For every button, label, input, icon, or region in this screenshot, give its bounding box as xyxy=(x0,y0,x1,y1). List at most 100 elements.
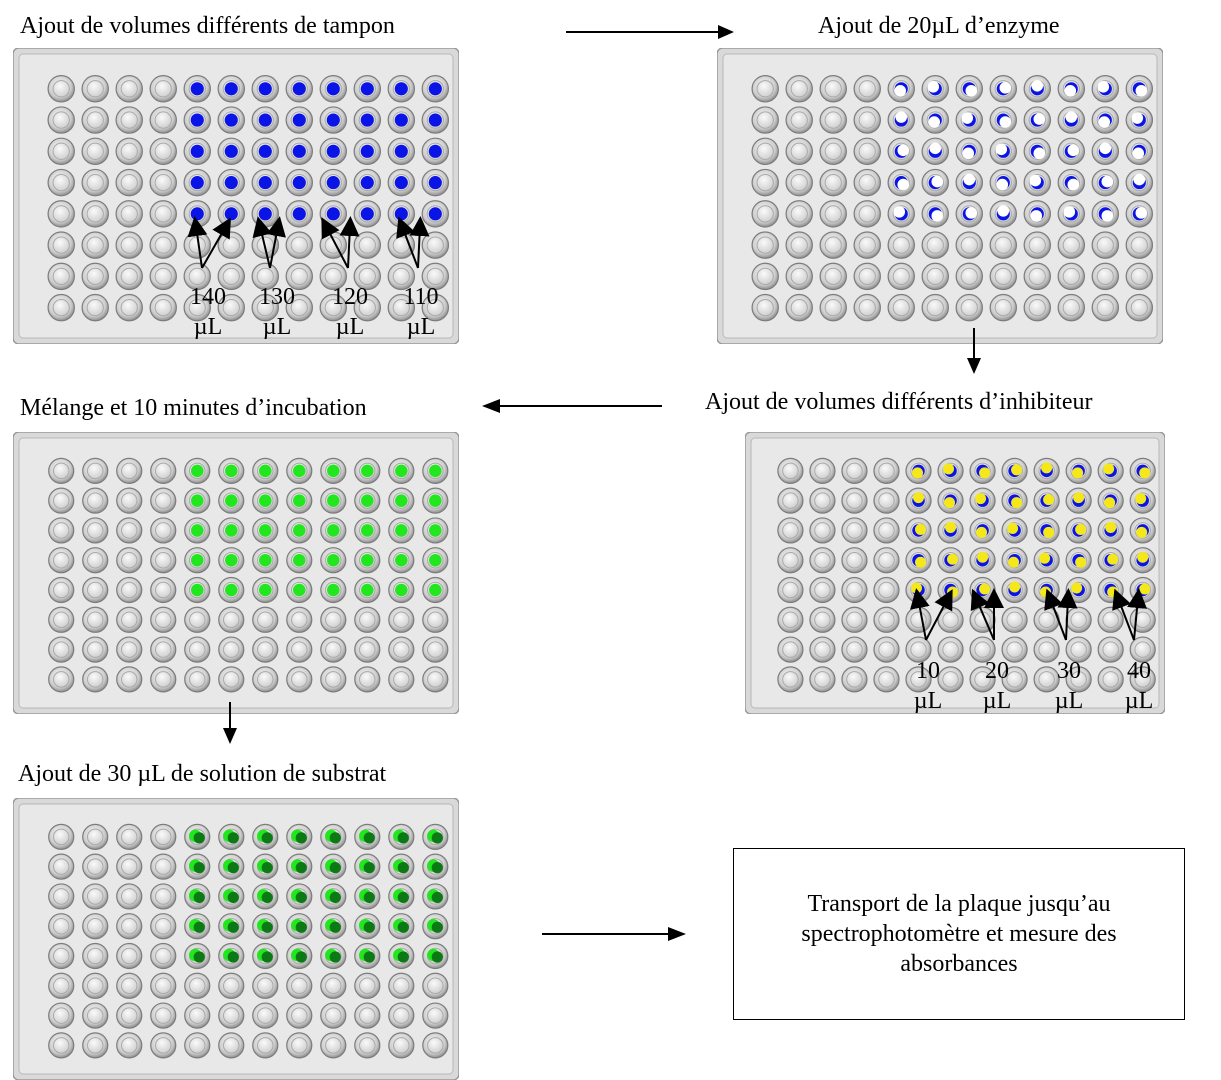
plate-well xyxy=(82,853,109,880)
buffer-drop xyxy=(360,82,374,96)
substrate-drop xyxy=(329,832,341,844)
mixed-drop xyxy=(259,553,272,567)
inhibitor-drop xyxy=(979,467,991,479)
plate-well xyxy=(184,606,211,633)
plate-well xyxy=(819,293,847,322)
plate-well xyxy=(82,517,109,544)
substrate-drop xyxy=(227,921,239,933)
buffer-drop xyxy=(326,207,340,221)
inhibitor-drop xyxy=(913,492,925,504)
substrate-drop xyxy=(363,891,375,904)
plate-well xyxy=(353,262,382,291)
mixed-drop xyxy=(395,464,408,478)
substrate-drop xyxy=(363,862,375,874)
plate-well xyxy=(955,293,984,322)
plate-well xyxy=(149,137,177,166)
buffer-drop xyxy=(360,176,374,190)
plate-well xyxy=(777,487,804,514)
inhibitor-drop xyxy=(915,523,927,535)
mixed-drop xyxy=(293,524,306,537)
enzyme-drop xyxy=(1031,80,1044,92)
plate-well xyxy=(149,293,177,322)
buffer-drop xyxy=(190,82,204,96)
plate-well xyxy=(82,942,109,970)
plate-well xyxy=(116,972,143,999)
substrate-drop xyxy=(261,832,273,844)
plate-well xyxy=(388,606,415,633)
enzyme-drop xyxy=(929,142,942,155)
buffer-drop xyxy=(292,113,306,127)
substrate-drop xyxy=(295,921,307,933)
plate-well xyxy=(777,576,804,604)
plate-well xyxy=(47,75,75,103)
enzyme-drop xyxy=(997,205,1010,217)
enzyme-drop xyxy=(1067,178,1080,191)
plate-well xyxy=(286,1032,313,1059)
substrate-drop xyxy=(261,921,273,933)
plate-well xyxy=(48,547,75,574)
buffer-drop xyxy=(224,176,238,190)
plate-well xyxy=(47,106,75,134)
plate-well xyxy=(217,293,245,322)
plate-well xyxy=(149,200,177,228)
plate-well xyxy=(1057,293,1086,322)
plate-well xyxy=(921,231,949,259)
mixed-drop xyxy=(361,524,374,537)
plate-well xyxy=(819,137,847,166)
arrow-incubation-to-substrate xyxy=(223,702,237,744)
substrate-drop xyxy=(227,832,239,844)
plate-well xyxy=(751,293,779,322)
plate-well xyxy=(47,262,75,291)
inhibitor-drop xyxy=(1075,523,1087,535)
plate-well xyxy=(115,262,143,291)
plate-well xyxy=(82,1032,109,1059)
buffer-drop xyxy=(326,144,340,158)
plate-well xyxy=(252,606,279,633)
plate-well xyxy=(150,823,177,850)
substrate-drop xyxy=(431,951,443,963)
plate-well xyxy=(320,606,347,633)
plate-well xyxy=(905,636,932,663)
plate-well xyxy=(47,231,75,259)
enzyme-drop xyxy=(1135,207,1148,219)
plate-well xyxy=(1023,262,1052,291)
inhibitor-drop xyxy=(947,553,959,565)
substrate-drop xyxy=(431,891,443,904)
plate-well xyxy=(47,137,75,166)
plate-well xyxy=(422,972,449,999)
mixed-drop xyxy=(395,553,408,567)
plate-well xyxy=(921,262,949,291)
plate-well xyxy=(921,293,949,322)
buffer-drop xyxy=(258,144,272,158)
plate-well xyxy=(82,636,109,663)
plate-well xyxy=(809,547,836,574)
plate-well xyxy=(751,137,779,166)
inhibitor-drop xyxy=(1007,522,1019,534)
substrate-drop xyxy=(431,832,443,844)
plate-well xyxy=(421,231,450,259)
plate-well xyxy=(785,137,813,166)
plate-well xyxy=(150,487,177,514)
mixed-drop xyxy=(361,583,374,597)
plate-well xyxy=(809,457,836,484)
plate-well xyxy=(751,200,779,228)
plate-well xyxy=(887,262,915,291)
plate-well xyxy=(218,1002,245,1029)
inhibitor-drop xyxy=(1043,494,1055,506)
buffer-drop xyxy=(224,207,238,221)
plate-well xyxy=(841,576,868,604)
plate-well xyxy=(422,1002,449,1029)
enzyme-drop xyxy=(897,144,910,157)
enzyme-drop xyxy=(1099,142,1112,155)
plate-well xyxy=(150,636,177,663)
plate-well xyxy=(150,547,177,574)
plate-well xyxy=(116,942,143,970)
plate-well xyxy=(286,972,313,999)
substrate-drop xyxy=(295,951,307,963)
mixed-drop xyxy=(361,553,374,567)
plate-well xyxy=(785,293,813,322)
plate-well xyxy=(319,262,348,291)
